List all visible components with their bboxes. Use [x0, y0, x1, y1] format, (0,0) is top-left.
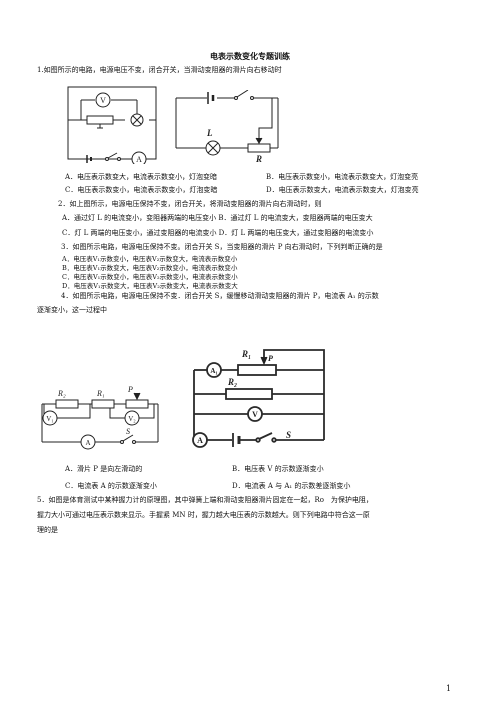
switch-s-label: S — [286, 430, 291, 440]
lamp-icon — [205, 140, 221, 156]
page-number: 1 — [446, 684, 452, 693]
q3-circuit: R₂ R₁ P V₁ V₂ A S — [41, 385, 159, 450]
rheostat-r1-icon — [237, 356, 277, 376]
q4-option-b: B．电压表 V 的示数逐渐变小 — [232, 465, 324, 473]
q5-line-2: 握力大小可通过电压表示数来显示。手握紧 MN 时，握力越大电压表的示数越大。则下… — [37, 511, 370, 519]
q5-line-3: 理的是 — [37, 526, 58, 534]
page-title: 电表示数变化专题训练 — [210, 51, 290, 61]
q4-option-c: C．电流表 A 的示数逐渐变小 — [65, 482, 157, 490]
svg-text:A: A — [136, 155, 142, 164]
lamp-icon — [130, 113, 144, 127]
switch-icon — [255, 432, 277, 443]
slider-p-label: P — [127, 385, 133, 394]
q4-circuit: A₁ R₁ P R₂ V A S — [192, 349, 325, 448]
r1-label: R₁ — [241, 349, 251, 359]
q3-option-a: A．电压表V₁示数变小，电压表V₂示数变大，电流表示数变小 — [62, 255, 238, 263]
q5-line-1: 5．如图是体育测试中某种握力计的原理图，其中弹簧上端和滑动变阻器滑片固定在一起，… — [37, 496, 373, 504]
q1-stem: 1.如图所示的电路，电源电压不变，闭合开关，当滑动变阻器的滑片向右移动时 — [37, 66, 282, 74]
resistor-r2-icon — [225, 388, 273, 400]
q1-option-d: D．电压表示数变大，电流表示数变大，灯泡变亮 — [266, 186, 419, 194]
svg-text:V₁: V₁ — [46, 415, 54, 423]
svg-text:V: V — [100, 96, 106, 105]
slider-p-label: P — [268, 354, 273, 363]
switch-icon — [234, 90, 254, 100]
q4-option-d: D．电流表 A 与 A₁ 的示数差逐渐变小 — [232, 482, 351, 490]
q2-stem: 2．如上图所示，电源电压保持不变，闭合开关，将滑动变阻器的滑片向右滑动时，则 — [58, 200, 322, 208]
q3-option-d: D．电压表V₁示数变大，电压表V₂示数变大，电流表示数变大 — [62, 282, 238, 290]
switch-icon — [105, 152, 121, 161]
svg-text:V: V — [252, 410, 258, 419]
q3-stem: 3．如图所示电路，电源电压保持不变。闭合开关 S，当变阻器的滑片 P 向右滑动时… — [61, 243, 383, 251]
resistor-r2-icon — [55, 399, 79, 409]
rheostat-icon — [247, 137, 271, 153]
q1-circuit-right: L R — [175, 90, 279, 164]
q1-option-a: A．电压表示数变大，电流表示数变小，灯泡变暗 — [65, 173, 218, 181]
ammeter-1-icon: A₁ — [206, 362, 222, 378]
svg-text:V₂: V₂ — [128, 415, 136, 423]
resistor-r1-icon — [91, 399, 115, 409]
ammeter-icon: A — [192, 432, 208, 448]
r1-label: R₁ — [96, 389, 105, 398]
q4-stem-line-1: 4．如图所示电路，电源电压保持不变．闭合开关 S，缓慢移动滑动变阻器的滑片 P，… — [61, 292, 379, 300]
r2-label: R₂ — [57, 389, 66, 398]
voltmeter-icon: V — [247, 406, 263, 422]
svg-text:A: A — [85, 439, 90, 447]
voltmeter-2-icon: V₂ — [124, 410, 140, 426]
q1-circuit-left: V A — [67, 86, 157, 164]
q4-option-a: A．滑片 P 是向左滑动的 — [65, 465, 143, 473]
battery-icon — [232, 433, 241, 447]
ammeter-icon: A — [131, 151, 147, 164]
battery-icon — [86, 155, 92, 163]
switch-icon — [120, 434, 136, 444]
voltmeter-1-icon: V₁ — [42, 410, 58, 426]
svg-text:A₁: A₁ — [210, 367, 217, 375]
ammeter-icon: A — [80, 434, 96, 450]
rheostat-label: R — [255, 154, 262, 164]
lamp-label: L — [206, 128, 213, 138]
q2-options-cd: C．灯 L 两端的电压变小，通过变阻器的电流变小 D．灯 L 两端的电压变大，通… — [62, 229, 374, 237]
q1-option-c: C．电压表示数变小，电流表示数变小，灯泡变暗 — [65, 186, 218, 194]
q2-options-ab: A．通过灯 L 的电流变小，变阻器两端的电压变小 B．通过灯 L 的电流变大，变… — [62, 214, 373, 222]
svg-text:A: A — [197, 436, 203, 445]
q3-option-b: B．电压表V₁示数变大，电压表V₂示数变小，电流表示数变小 — [62, 264, 238, 272]
q3-option-c: C．电压表V₁示数变小，电压表V₂示数变小，电流表示数变小 — [62, 273, 238, 281]
voltmeter-icon: V — [95, 92, 111, 108]
r2-label: R₂ — [227, 377, 237, 387]
q1-option-b: B．电压表示数变小，电流表示数变大，灯泡变亮 — [266, 173, 419, 181]
battery-icon — [207, 92, 215, 104]
rheostat-icon — [125, 392, 149, 409]
q4-stem-line-2: 逐渐变小，这一过程中 — [37, 306, 107, 314]
switch-s-label: S — [126, 427, 130, 436]
